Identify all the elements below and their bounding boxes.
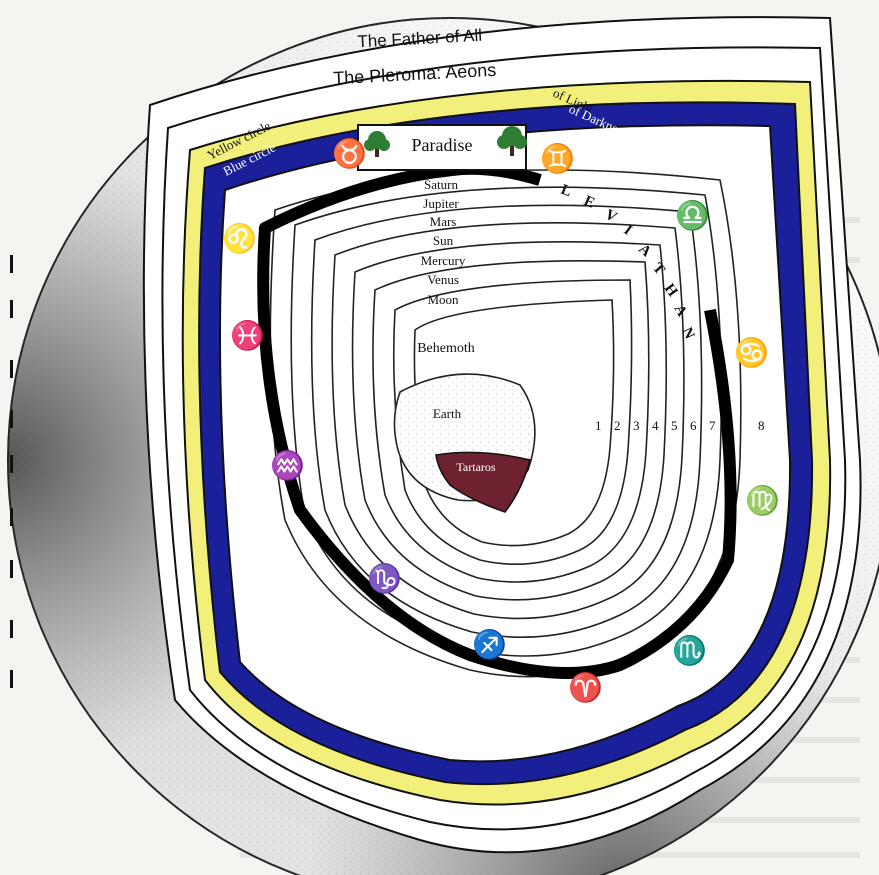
sphere-labels: Saturn Jupiter Mars Sun Mercury Venus Mo… <box>421 177 466 307</box>
sphere-label-venus: Venus <box>427 272 459 287</box>
ring-number: 2 <box>614 418 621 433</box>
pisces-icon: ♓ <box>230 319 265 352</box>
aries-icon: ♈ <box>568 671 603 704</box>
ring-numbers: 1 2 3 4 5 6 7 8 <box>595 418 765 433</box>
sphere-label-saturn: Saturn <box>424 177 458 192</box>
libra-icon: ♎ <box>675 199 710 232</box>
leviathan-serpent <box>257 162 737 679</box>
taurus-icon: ♉ <box>332 137 367 170</box>
sphere-label-sun: Sun <box>433 233 454 248</box>
ring-number: 7 <box>709 418 716 433</box>
earth-label: Earth <box>433 406 462 421</box>
behemoth-label: Behemoth <box>417 341 475 356</box>
capricorn-icon: ♑ <box>367 562 402 595</box>
cancer-icon: ♋ <box>734 336 769 369</box>
ring-number: 8 <box>758 418 765 433</box>
sphere-label-jupiter: Jupiter <box>423 196 459 211</box>
sphere-label-moon: Moon <box>427 292 459 307</box>
virgo-icon: ♍ <box>745 484 780 517</box>
ring-number: 1 <box>595 418 602 433</box>
sagittarius-icon: ♐ <box>472 628 507 661</box>
scorpio-icon: ♏ <box>672 634 707 667</box>
paradise-label: Paradise <box>412 135 473 155</box>
zodiac-glyphs: ♉ ♊ ♋ ♌ ♍ ♎ ♏ ♐ ♑ ♒ ♓ ♈ <box>222 137 780 704</box>
gemini-icon: ♊ <box>540 142 575 175</box>
sphere-label-mercury: Mercury <box>421 253 466 268</box>
leo-icon: ♌ <box>222 222 257 255</box>
ring-number: 4 <box>652 418 659 433</box>
ring-number: 6 <box>690 418 697 433</box>
tree-icon <box>497 126 527 156</box>
paradise-box: Paradise <box>357 124 527 171</box>
aquarius-icon: ♒ <box>270 449 305 482</box>
ring-number: 3 <box>633 418 640 433</box>
ring-number: 5 <box>671 418 678 433</box>
tartaros-region <box>435 451 531 513</box>
tartaros-label: Tartaros <box>456 460 495 474</box>
tree-icon <box>364 131 390 157</box>
sphere-label-mars: Mars <box>430 214 457 229</box>
left-edge-marks <box>10 255 13 688</box>
